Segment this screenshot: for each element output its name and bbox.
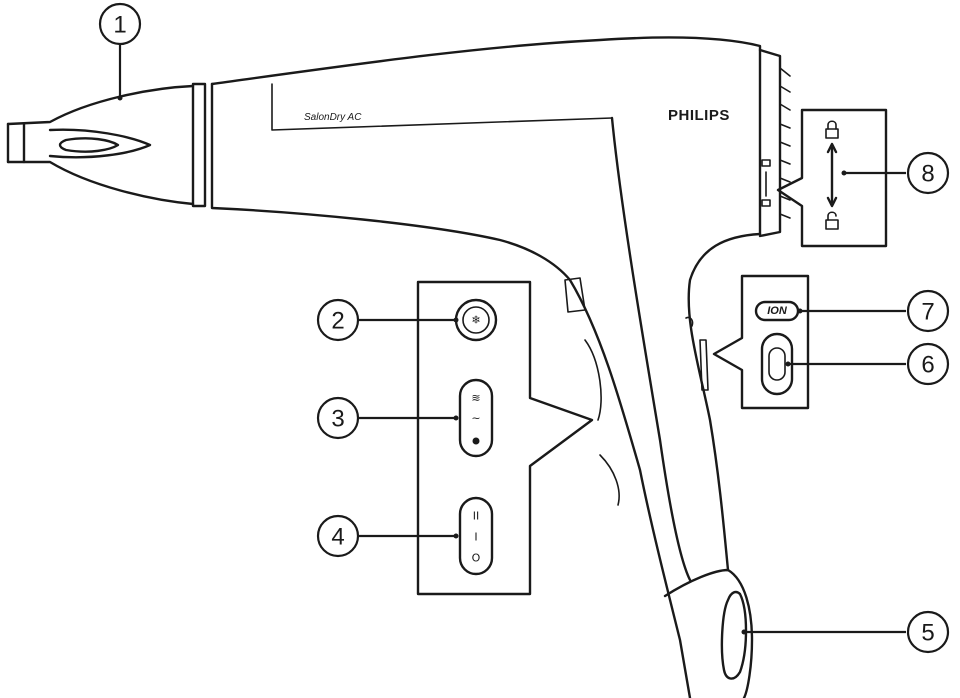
high-heat-icon: ≋ (471, 392, 480, 405)
callout-2: 2 (316, 298, 360, 342)
snowflake-icon: ❄ (471, 314, 480, 327)
cool-setting-dot (472, 437, 480, 445)
speed-high-label: II (473, 510, 480, 523)
brand-logo: PHILIPS (668, 107, 730, 124)
ion-slider-inset: ION (712, 274, 810, 410)
callout-1: 1 (98, 2, 142, 46)
callout-6: 6 (906, 342, 950, 386)
callout-7: 7 (906, 289, 950, 333)
callout-4: 4 (316, 514, 360, 558)
dryer-body (210, 36, 791, 698)
model-name: SalonDry AC (304, 112, 362, 123)
callout-5-number: 5 (921, 620, 934, 647)
callout-2-number: 2 (331, 308, 344, 335)
cool-shot-button: ❄ (454, 298, 498, 342)
callout-3: 3 (316, 396, 360, 440)
concentrator-nozzle (6, 82, 207, 208)
callout-6-number: 6 (921, 352, 934, 379)
lock-closed-icon (825, 120, 839, 139)
temperature-switch: ≋ ~ (458, 378, 494, 458)
lock-open-icon (825, 211, 839, 230)
callout-5: 5 (906, 610, 950, 654)
ion-badge: ION (754, 300, 800, 322)
ion-label: ION (767, 305, 788, 317)
callout-7-number: 7 (921, 299, 934, 326)
callout-1-number: 1 (113, 12, 126, 39)
callout-8: 8 (906, 151, 950, 195)
speed-switch: II I O (458, 496, 494, 576)
control-panel-inset: ❄ ≋ ~ II I O (416, 280, 594, 596)
speed-low-label: I (474, 531, 477, 544)
speed-off-label: O (472, 552, 481, 565)
callout-4-number: 4 (331, 524, 344, 551)
filter-lock-inset (776, 108, 888, 248)
low-heat-icon: ~ (471, 412, 480, 425)
callout-3-number: 3 (331, 406, 344, 433)
callout-8-number: 8 (921, 161, 934, 188)
leader-lines (117, 44, 906, 635)
